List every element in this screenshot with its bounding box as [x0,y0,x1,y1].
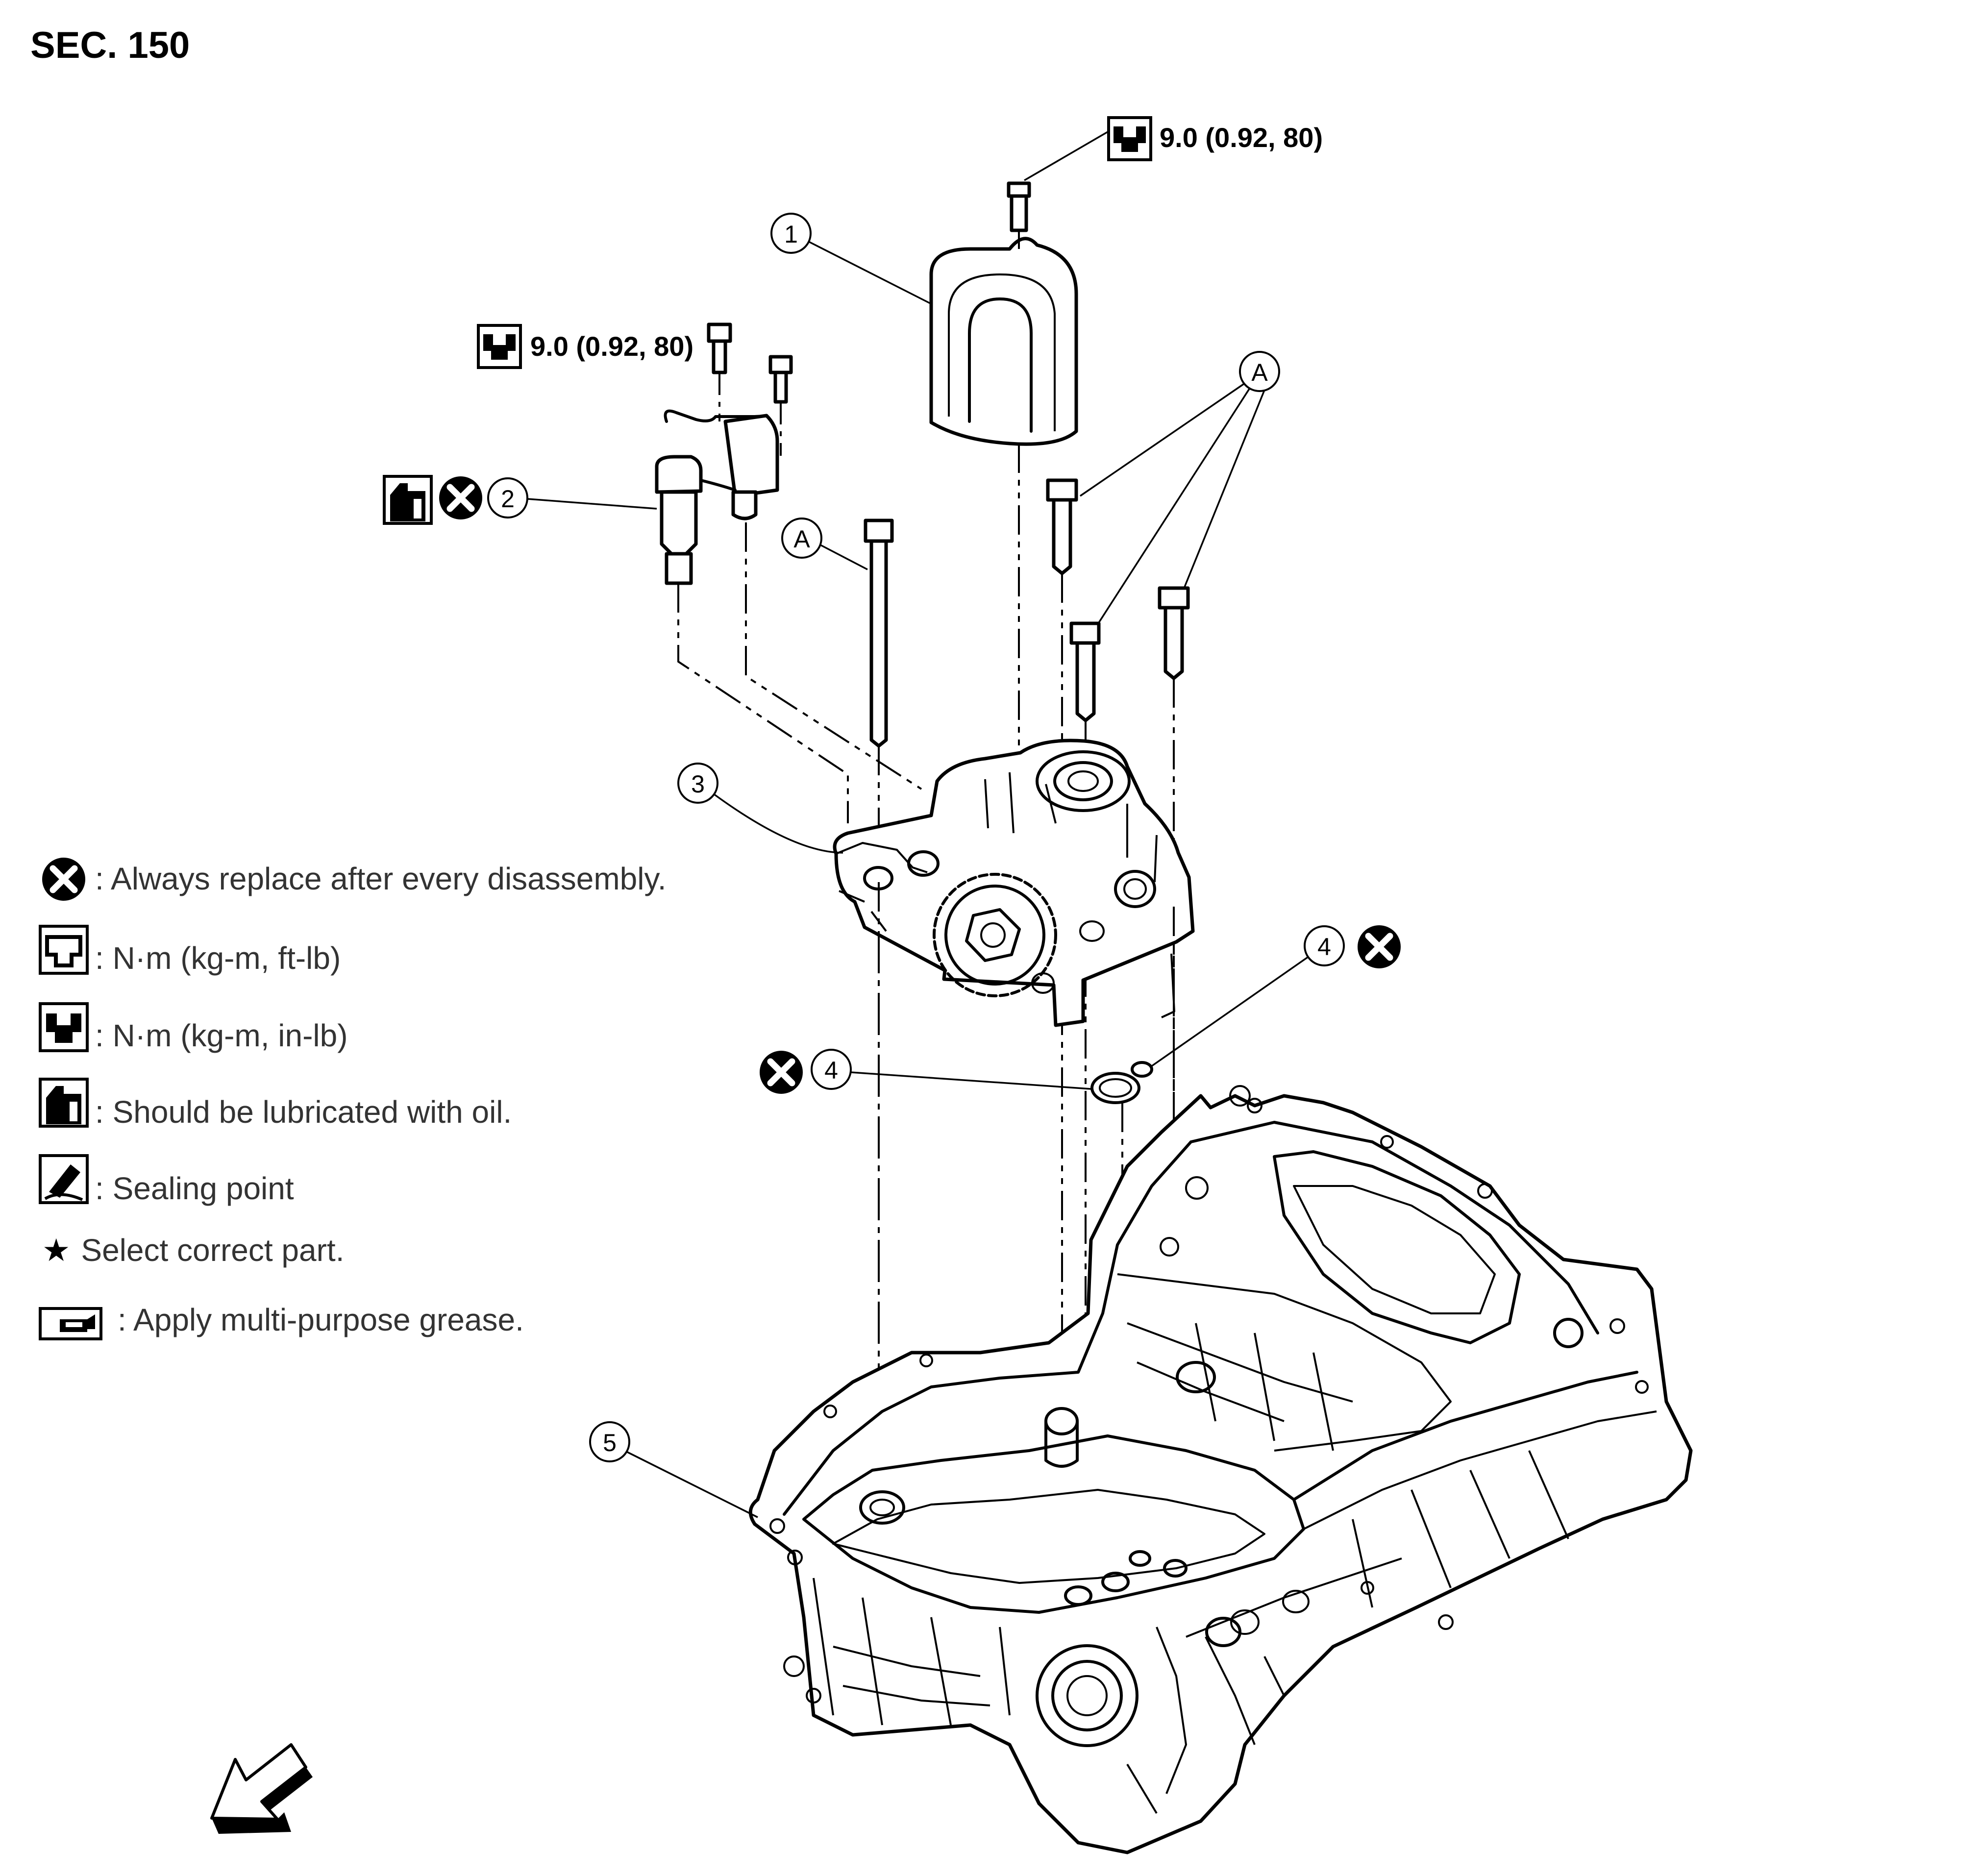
callout-a-top: A [1251,359,1268,386]
section-title: SEC. 150 [30,25,190,66]
callout-2: 2 [501,485,515,513]
torque-wrench-filled-icon [39,1002,89,1052]
torque-value-cover: 9.0 (0.92, 80) [1160,122,1323,153]
torque-spec-cover: 9.0 (0.92, 80) [1107,116,1323,161]
callout-4-upper: 4 [1317,933,1331,961]
sensor-bolt-2 [768,355,793,404]
sensor-bolt-1 [707,322,732,374]
callout-3: 3 [691,770,705,798]
oil-can-icon [39,1078,89,1128]
bolt-a-3 [1158,586,1190,680]
o-ring-small [1131,1061,1153,1078]
x-circle-icon [42,858,85,901]
callout-a-left: A [793,525,810,553]
callout-4-lower: 4 [824,1057,838,1084]
callout-5: 5 [603,1429,617,1456]
torque-spec-sensor: 9.0 (0.92, 80) [477,324,693,369]
grease-gun-icon [39,1307,102,1340]
x-circle-icon [760,1051,803,1094]
front-arrow-icon [210,1743,313,1834]
cover-bolt [1007,181,1031,232]
oil-pump [833,739,1195,1027]
torque-wrench-open-icon [39,925,89,975]
oil-can-icon [383,475,433,525]
bolt-a-2 [1069,621,1101,722]
x-circle-icon [1358,925,1401,968]
x-circle-icon [439,476,482,519]
bolt-a-long [864,518,894,748]
o-ring-large [1090,1072,1140,1104]
oil-pan [748,1085,1693,1854]
torque-wrench-filled-icon [477,324,522,369]
sprocket-cover [929,237,1078,446]
oil-pressure-sensor [655,409,779,585]
callout-1: 1 [784,221,798,248]
torque-wrench-filled-icon [1107,116,1152,161]
sealant-tube-icon [39,1154,89,1204]
bolt-a-1 [1046,478,1078,575]
torque-value-sensor: 9.0 (0.92, 80) [530,331,693,362]
